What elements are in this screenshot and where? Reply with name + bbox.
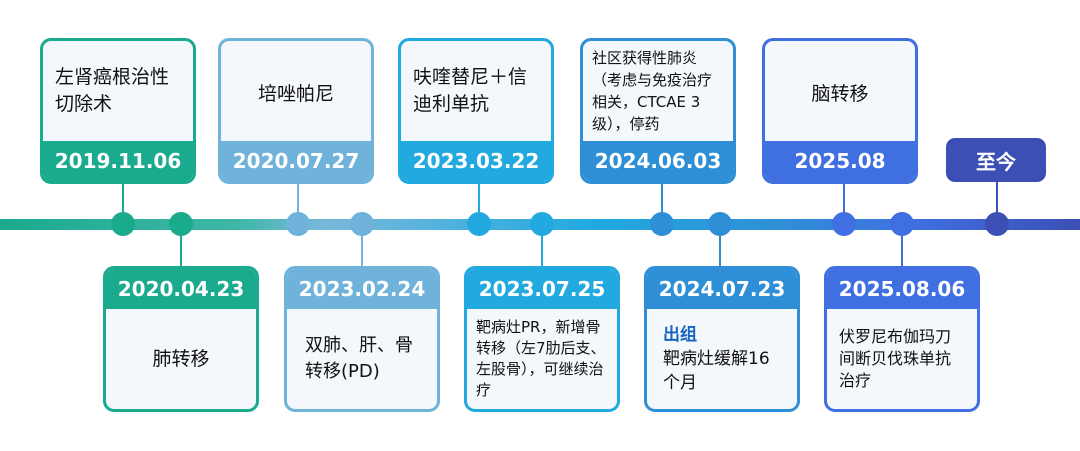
event-date: 2023.07.25 bbox=[467, 269, 617, 309]
event-text: 脑转移 bbox=[811, 83, 869, 105]
event-card: 2024.07.23 出组 靶病灶缓解16个月 bbox=[644, 266, 800, 412]
event-text: 伏罗尼布伽玛刀间断贝伐珠单抗治疗 bbox=[839, 327, 952, 390]
timeline-dot bbox=[350, 212, 374, 236]
event-text-wrap: 左肾癌根治性切除术 bbox=[43, 41, 193, 141]
event-text: 培唑帕尼 bbox=[257, 83, 334, 105]
event-text: 左肾癌根治性切除术 bbox=[55, 66, 170, 115]
event-text-wrap: 脑转移 bbox=[765, 41, 915, 141]
event-text: 靶病灶缓解16个月 bbox=[663, 349, 770, 393]
event-card: 左肾癌根治性切除术 2019.11.06 bbox=[40, 38, 196, 184]
event-text: 肺转移 bbox=[152, 347, 210, 370]
timeline-dot bbox=[530, 212, 554, 236]
timeline-dot bbox=[169, 212, 193, 236]
timeline-dot bbox=[890, 212, 914, 236]
timeline-dot bbox=[111, 212, 135, 236]
event-text: 双肺、肝、骨转移(PD) bbox=[305, 335, 413, 382]
exit-study-label: 出组 bbox=[663, 325, 697, 345]
event-date: 2023.02.24 bbox=[287, 269, 437, 309]
event-date: 2025.08.06 bbox=[827, 269, 977, 309]
event-text-wrap: 肺转移 bbox=[106, 309, 256, 409]
event-card: 培唑帕尼 2020.07.27 bbox=[218, 38, 374, 184]
event-text: 呋喹替尼＋信迪利单抗 bbox=[413, 66, 528, 115]
timeline-dot bbox=[467, 212, 491, 236]
timeline-dot bbox=[708, 212, 732, 236]
event-date: 2019.11.06 bbox=[43, 141, 193, 181]
event-text-wrap: 靶病灶PR，新增骨转移（左7肋后支、左股骨），可继续治疗 bbox=[467, 309, 617, 409]
event-date: 2020.04.23 bbox=[106, 269, 256, 309]
event-text-wrap: 呋喹替尼＋信迪利单抗 bbox=[401, 41, 551, 141]
event-date: 2020.07.27 bbox=[221, 141, 371, 181]
event-text-wrap: 双肺、肝、骨转移(PD) bbox=[287, 309, 437, 409]
event-date: 2024.06.03 bbox=[583, 141, 733, 181]
event-text-wrap: 出组 靶病灶缓解16个月 bbox=[647, 309, 797, 409]
event-text: 靶病灶PR，新增骨转移（左7肋后支、左股骨），可继续治疗 bbox=[476, 318, 606, 399]
event-date: 2023.03.22 bbox=[401, 141, 551, 181]
event-card: 2023.07.25 靶病灶PR，新增骨转移（左7肋后支、左股骨），可继续治疗 bbox=[464, 266, 620, 412]
timeline-dot bbox=[985, 212, 1009, 236]
event-text-wrap: 培唑帕尼 bbox=[221, 41, 371, 141]
now-tag: 至今 bbox=[946, 138, 1046, 182]
timeline-dot bbox=[650, 212, 674, 236]
event-text-wrap: 社区获得性肺炎（考虑与免疫治疗相关，CTCAE 3级），停药 bbox=[583, 41, 733, 141]
timeline-dot bbox=[286, 212, 310, 236]
event-date: 2024.07.23 bbox=[647, 269, 797, 309]
event-card: 呋喹替尼＋信迪利单抗 2023.03.22 bbox=[398, 38, 554, 184]
event-card: 社区获得性肺炎（考虑与免疫治疗相关，CTCAE 3级），停药 2024.06.0… bbox=[580, 38, 736, 184]
event-card: 2023.02.24 双肺、肝、骨转移(PD) bbox=[284, 266, 440, 412]
event-date: 2025.08 bbox=[765, 141, 915, 181]
timeline-dot bbox=[832, 212, 856, 236]
event-text-wrap: 伏罗尼布伽玛刀间断贝伐珠单抗治疗 bbox=[827, 309, 977, 409]
event-card: 2025.08.06 伏罗尼布伽玛刀间断贝伐珠单抗治疗 bbox=[824, 266, 980, 412]
event-card: 2020.04.23 肺转移 bbox=[103, 266, 259, 412]
event-card: 脑转移 2025.08 bbox=[762, 38, 918, 184]
event-text: 社区获得性肺炎（考虑与免疫治疗相关，CTCAE 3级），停药 bbox=[592, 49, 713, 133]
